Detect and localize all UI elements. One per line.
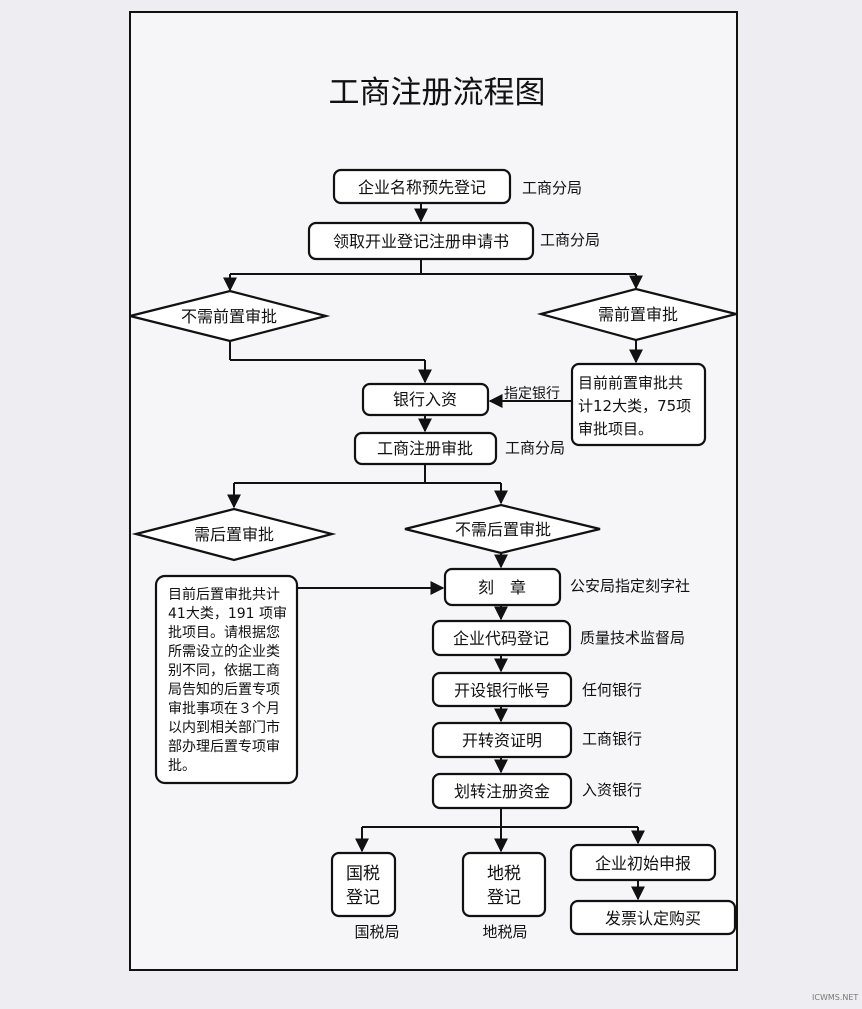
note-line: 所需设立的企业类	[168, 643, 280, 660]
node-name-registration: 企业名称预先登记	[332, 168, 512, 205]
page-title: 工商注册流程图	[329, 75, 546, 111]
decision-no-pre-approval: 不需前置审批	[129, 289, 331, 343]
node-label: 企业名称预先登记	[358, 178, 486, 197]
agency-label: 地税局	[482, 923, 527, 941]
node-label: 刻 章	[478, 578, 526, 597]
note-line: 别不同，依据工商	[168, 663, 280, 679]
node-national-tax: 国税 登记	[330, 851, 397, 918]
node-org-code: 企业代码登记	[431, 619, 572, 657]
decision-label: 需前置审批	[598, 305, 678, 324]
node-invoice: 发票认定购买	[569, 899, 737, 936]
note-line: 以内到相关部门市	[168, 719, 280, 736]
node-seal: 刻 章	[443, 567, 562, 607]
node-label: 工商注册审批	[377, 439, 473, 458]
node-registration-review: 工商注册审批	[353, 431, 498, 466]
agency-label: 公安局指定刻字社	[570, 577, 690, 595]
agency-label: 任何银行	[582, 681, 642, 699]
note-line: 目前前置审批共	[578, 374, 683, 392]
note-line: 批。	[168, 758, 196, 774]
node-label: 开转资证明	[462, 731, 542, 750]
agency-label: 入资银行	[582, 781, 642, 799]
note-line: 计12大类，75项	[578, 397, 691, 415]
decision-label: 不需前置审批	[181, 307, 277, 326]
note-line: 批项目。请根据您	[168, 624, 280, 641]
agency-label: 国税局	[354, 923, 399, 941]
node-label: 国税	[346, 864, 380, 884]
agency-label: 工商分局	[505, 439, 565, 457]
note-line: 审批项目。	[578, 420, 653, 438]
watermark: ICWMS.NET	[812, 993, 858, 1002]
node-transfer-capital: 划转注册资金	[431, 772, 573, 810]
node-label: 银行入资	[393, 390, 457, 409]
note-line: 局告知的后置专项	[168, 681, 280, 698]
node-label: 登记	[487, 888, 521, 908]
node-label: 领取开业登记注册申请书	[333, 232, 509, 251]
agency-label: 工商分局	[522, 179, 582, 197]
node-label: 划转注册资金	[454, 782, 550, 801]
node-label: 企业代码登记	[453, 629, 549, 648]
decision-label: 需后置审批	[194, 525, 274, 544]
node-label: 登记	[346, 888, 380, 908]
decision-need-pre-approval: 需前置审批	[536, 287, 737, 342]
note-pre-approval: 目前前置审批共 计12大类，75项 审批项目。	[570, 362, 707, 447]
note-line: 部办理后置专项审	[168, 739, 280, 755]
decision-need-post-approval: 需后置审批	[131, 507, 337, 562]
agency-label: 工商分局	[540, 231, 600, 249]
note-line: 41大类，191 项审	[168, 606, 287, 622]
decision-no-post-approval: 不需后置审批	[404, 503, 601, 555]
decision-label: 不需后置审批	[455, 520, 551, 539]
connectors	[223, 203, 645, 901]
node-label: 开设银行帐号	[454, 681, 550, 700]
node-label: 企业初始申报	[595, 854, 691, 873]
agency-label: 指定银行	[504, 386, 560, 402]
note-line: 目前后置审批共计	[168, 586, 280, 603]
node-initial-report: 企业初始申报	[569, 843, 717, 882]
agency-label: 工商银行	[582, 730, 642, 748]
node-capital-cert: 开转资证明	[431, 721, 573, 759]
agency-label: 质量技术监督局	[580, 629, 685, 647]
node-get-application: 领取开业登记注册申请书	[307, 221, 535, 261]
node-label: 发票认定购买	[605, 909, 701, 928]
node-local-tax: 地税 登记	[461, 851, 547, 918]
node-label: 地税	[487, 864, 521, 884]
note-line: 审批事项在３个月	[168, 701, 280, 717]
node-bank-account: 开设银行帐号	[431, 671, 573, 708]
note-post-approval: 目前后置审批共计 41大类，191 项审 批项目。请根据您 所需设立的企业类 别…	[154, 574, 299, 785]
node-bank-deposit: 银行入资	[361, 382, 490, 417]
